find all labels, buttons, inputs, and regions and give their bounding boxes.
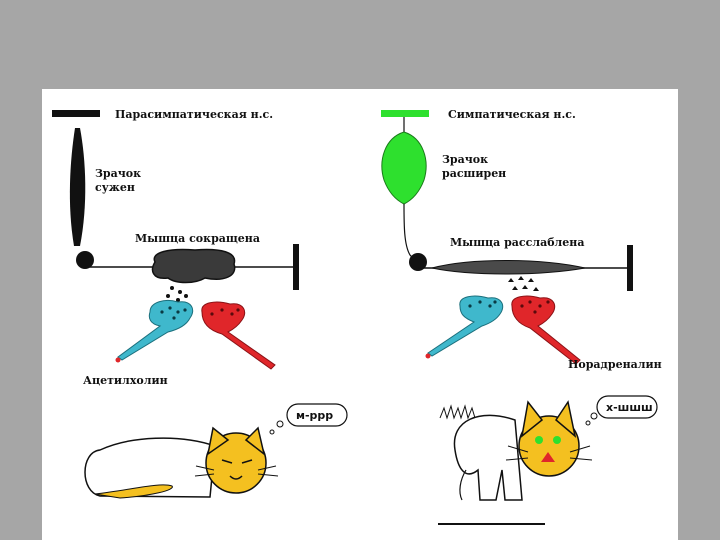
parasympathetic-bar (52, 110, 100, 117)
sympathetic-bar (381, 110, 429, 117)
fixed-wall-right (627, 245, 633, 291)
parasympathetic-label: Парасимпатическая н.с. (115, 108, 273, 121)
sympathetic-label: Симпатическая н.с. (448, 108, 576, 121)
cat-eye-right (553, 436, 561, 444)
muscle-contracted-label: Мышца сокращена (135, 232, 260, 245)
pupil-label-line2: сужен (95, 181, 135, 194)
pupil-label-line2-right: расширен (442, 167, 506, 180)
cat-sound-right: х-шшш (606, 401, 653, 414)
muscle-relaxed-label: Мышца расслаблена (450, 236, 584, 249)
neuron-terminal-dot (116, 358, 121, 363)
pupil-label-line1: Зрачок (95, 167, 141, 180)
contracted-muscle (153, 250, 235, 283)
cat-eye-left (535, 436, 543, 444)
cat-sound-left: м-ррр (296, 409, 333, 422)
pupil-label-line1-right: Зрачок (442, 153, 488, 166)
acetylcholine-label: Ацетилхолин (83, 374, 168, 387)
neuron-terminal-dot-right (426, 354, 431, 359)
fixed-wall (293, 244, 299, 290)
noradrenaline-label: Норадреналин (568, 358, 662, 371)
